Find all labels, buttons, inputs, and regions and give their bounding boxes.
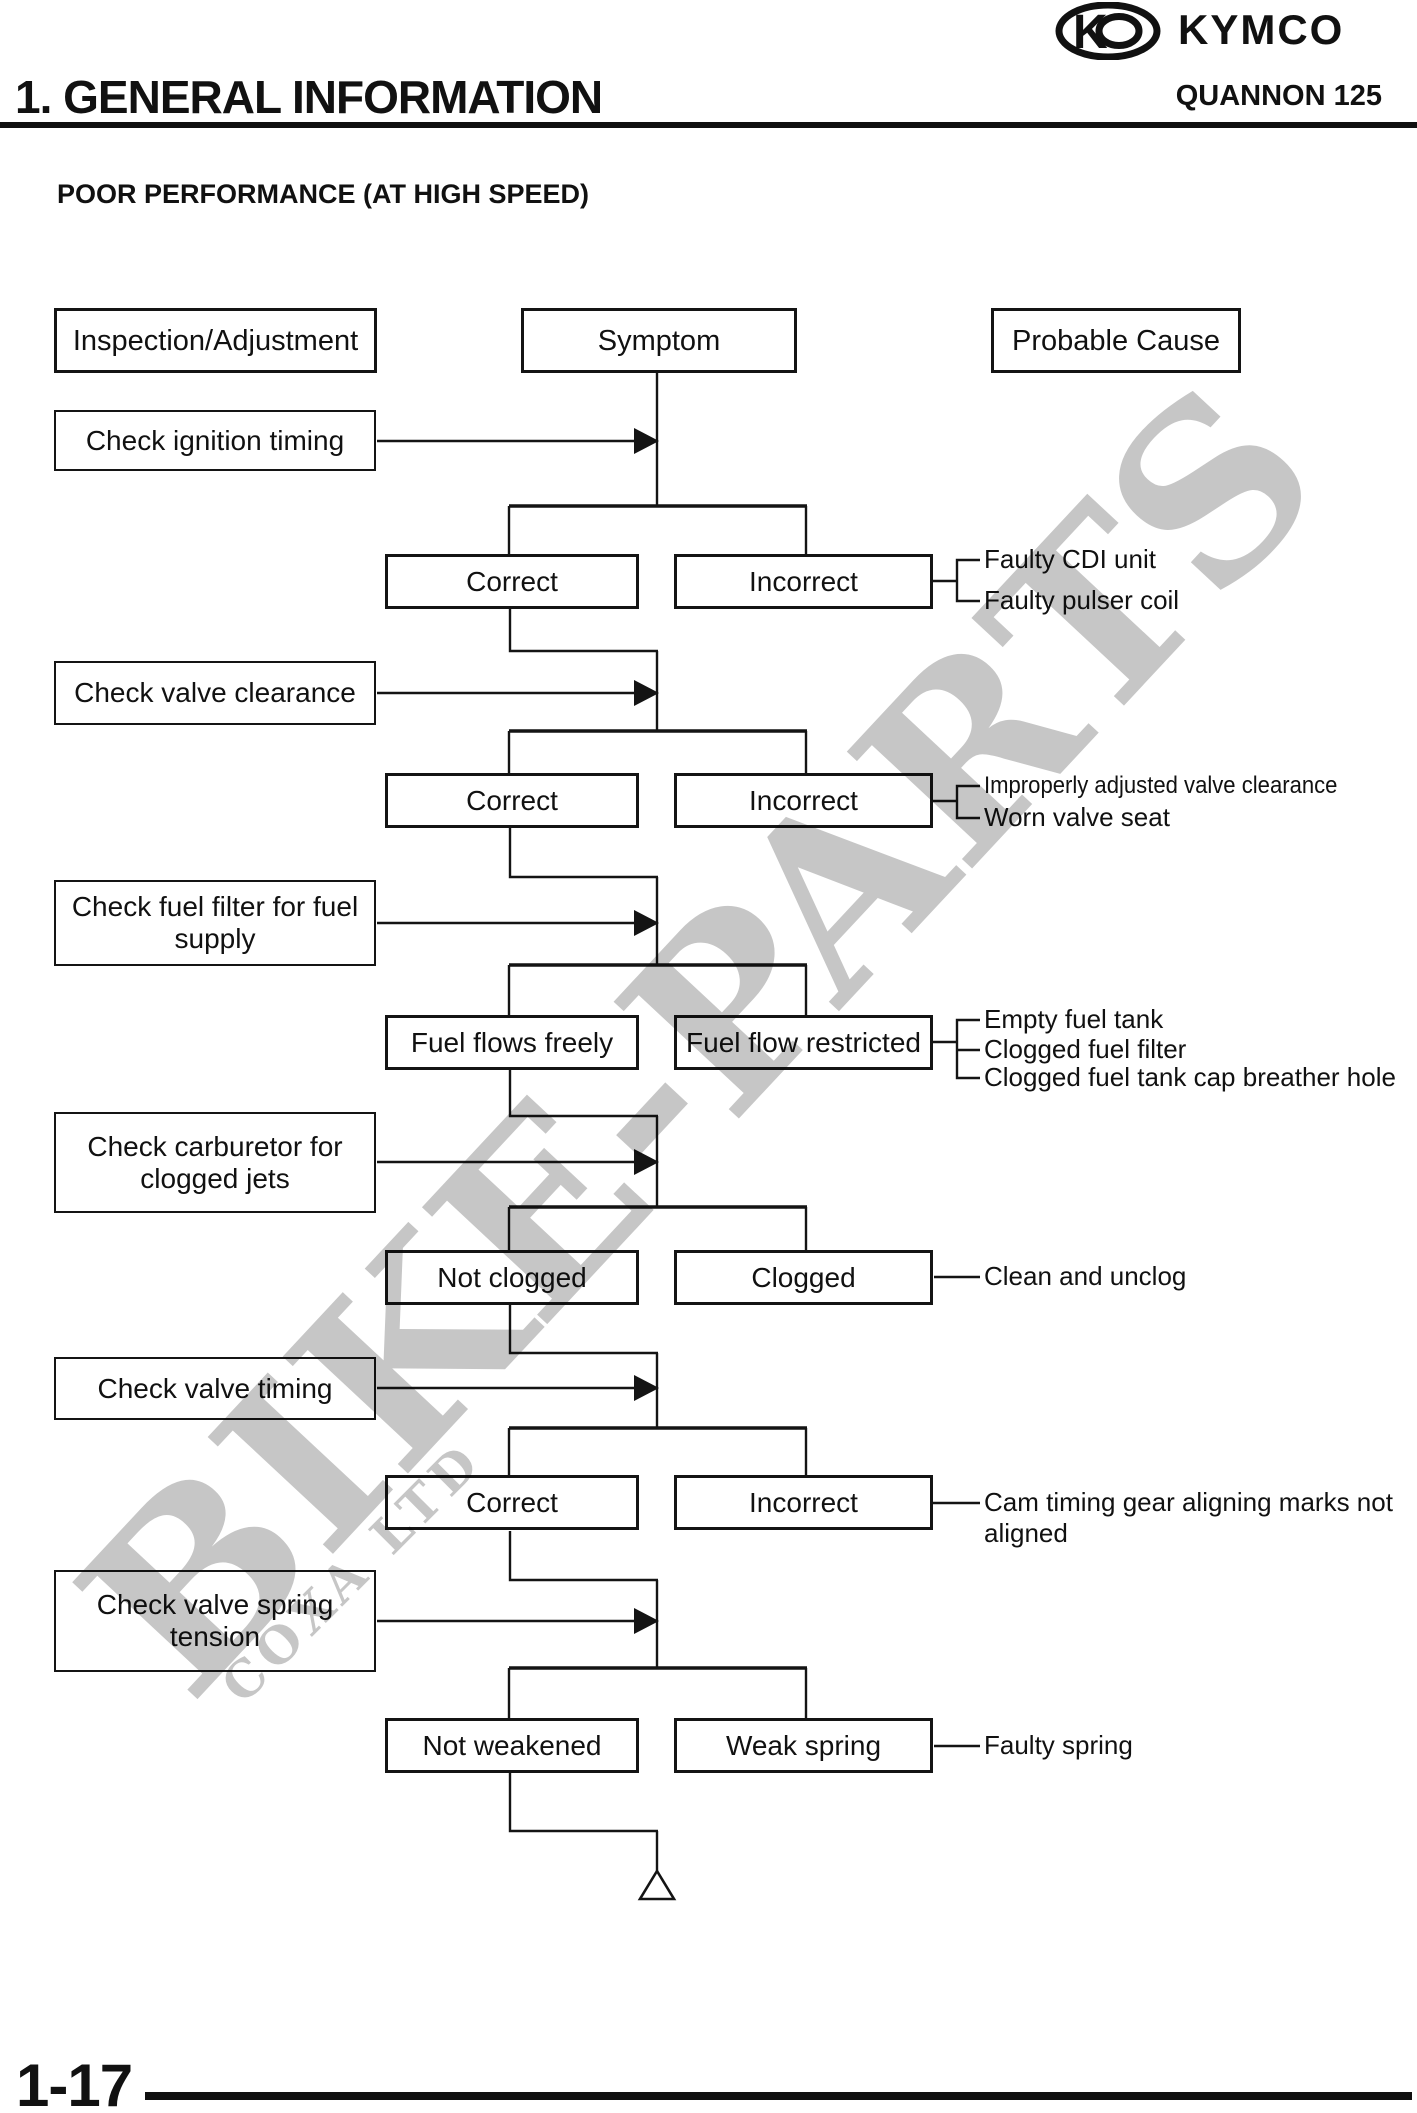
result-box: Weak spring xyxy=(674,1718,933,1773)
probable-cause: Worn valve seat xyxy=(984,802,1170,832)
result-box: Fuel flows freely xyxy=(385,1015,639,1070)
result-box: Fuel flow restricted xyxy=(674,1015,933,1070)
inspection-box: Check carburetor for clogged jets xyxy=(54,1112,376,1213)
column-header-inspection: Inspection/Adjustment xyxy=(54,308,377,373)
inspection-box: Check valve timing xyxy=(54,1357,376,1420)
probable-cause: Empty fuel tank xyxy=(984,1004,1164,1034)
result-box: Clogged xyxy=(674,1250,933,1305)
result-box: Incorrect xyxy=(674,1475,933,1530)
probable-cause: Clogged fuel tank cap breather hole xyxy=(984,1062,1396,1092)
brand-wordmark: KYMCO xyxy=(1178,6,1345,53)
page-number: 1-17 xyxy=(16,2052,133,2113)
inspection-box: Check valve spring tension xyxy=(54,1570,376,1672)
section-title: 1. GENERAL INFORMATION xyxy=(15,71,603,123)
inspection-box: Check fuel filter for fuel supply xyxy=(54,880,376,966)
kymco-logo-icon: K xyxy=(1055,2,1161,60)
footer-rule xyxy=(145,2092,1412,2100)
probable-cause: Clogged fuel filter xyxy=(984,1034,1187,1064)
model-name: QUANNON 125 xyxy=(1175,80,1382,112)
column-header-symptom: Symptom xyxy=(521,308,797,373)
probable-cause: Cam timing gear aligning marks not align… xyxy=(984,1487,1393,1548)
result-box: Incorrect xyxy=(674,554,933,609)
result-box: Correct xyxy=(385,773,639,828)
probable-cause: Improperly adjusted valve clearance xyxy=(984,772,1338,799)
inspection-box: Check valve clearance xyxy=(54,661,376,725)
result-box: Not weakened xyxy=(385,1718,639,1773)
result-box: Correct xyxy=(385,554,639,609)
probable-cause: Faulty pulser coil xyxy=(984,585,1180,615)
header-rule xyxy=(0,122,1417,128)
result-box: Correct xyxy=(385,1475,639,1530)
probable-cause: Clean and unclog xyxy=(984,1261,1187,1291)
result-box: Not clogged xyxy=(385,1250,639,1305)
probable-cause: Faulty CDI unit xyxy=(984,544,1156,574)
arrowheads xyxy=(634,428,659,1634)
probable-cause: Faulty spring xyxy=(984,1730,1133,1760)
column-header-probable-cause: Probable Cause xyxy=(991,308,1241,373)
result-box: Incorrect xyxy=(674,773,933,828)
inspection-box: Check ignition timing xyxy=(54,410,376,471)
page-subtitle: POOR PERFORMANCE (AT HIGH SPEED) xyxy=(57,179,590,209)
svg-text:K: K xyxy=(1073,6,1108,59)
